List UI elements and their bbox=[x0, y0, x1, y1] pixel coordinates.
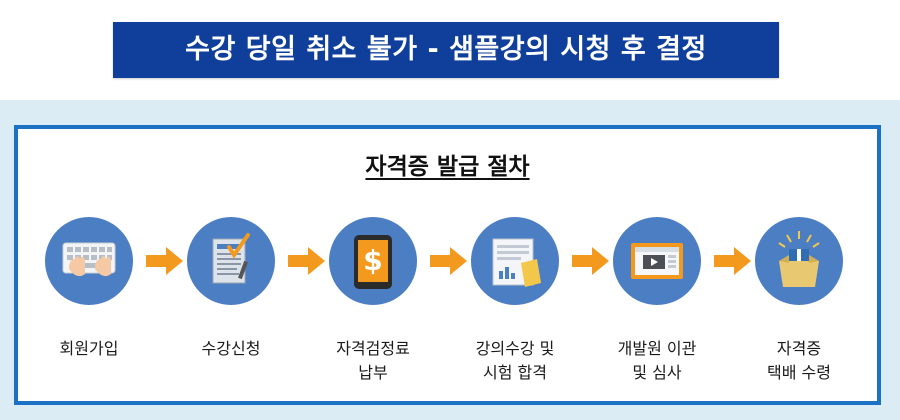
step-2-line1: 수강신청 bbox=[201, 339, 261, 358]
tablet-dollar-icon: $ bbox=[329, 217, 417, 305]
arrow-right-icon bbox=[146, 247, 183, 275]
arrow-right-icon bbox=[288, 247, 325, 275]
section-title: 자격증 발급 절차 bbox=[365, 154, 530, 180]
step-4-label: 강의수강 및 시험 합격 bbox=[450, 337, 580, 385]
step-3-label: 자격검정료 납부 bbox=[308, 337, 438, 385]
step-1-line1: 회원가입 bbox=[59, 339, 119, 358]
gift-box-icon bbox=[755, 217, 843, 305]
certificate-process-panel: 자격증 발급 절차 회원가입 bbox=[14, 125, 881, 405]
keyboard-hands-icon bbox=[45, 217, 133, 305]
step-3-line2: 납부 bbox=[358, 363, 388, 382]
arrow-right-icon bbox=[572, 247, 609, 275]
document-chart-icon bbox=[471, 217, 559, 305]
step-1-label: 회원가입 bbox=[24, 337, 154, 361]
step-5-line1: 개발원 이관 bbox=[617, 339, 697, 358]
step-6-line1: 자격증 bbox=[776, 339, 822, 358]
step-5-line2: 및 심사 bbox=[632, 363, 682, 382]
step-4-line2: 시험 합격 bbox=[483, 363, 547, 382]
notice-banner: 수강 당일 취소 불가 - 샘플강의 시청 후 결정 bbox=[113, 22, 779, 78]
step-2-label: 수강신청 bbox=[166, 337, 296, 361]
step-6-label: 자격증 택배 수령 bbox=[734, 337, 864, 385]
step-3-line1: 자격검정료 bbox=[336, 339, 410, 358]
arrow-right-icon bbox=[430, 247, 467, 275]
application-form-icon bbox=[187, 217, 275, 305]
step-4-line1: 강의수강 및 bbox=[475, 339, 555, 358]
arrow-right-icon bbox=[714, 247, 751, 275]
svg-text:$: $ bbox=[363, 244, 382, 277]
video-screen-icon bbox=[613, 217, 701, 305]
step-6-line2: 택배 수령 bbox=[767, 363, 831, 382]
step-5-label: 개발원 이관 및 심사 bbox=[592, 337, 722, 385]
top-band: 수강 당일 취소 불가 - 샘플강의 시청 후 결정 bbox=[0, 0, 900, 100]
